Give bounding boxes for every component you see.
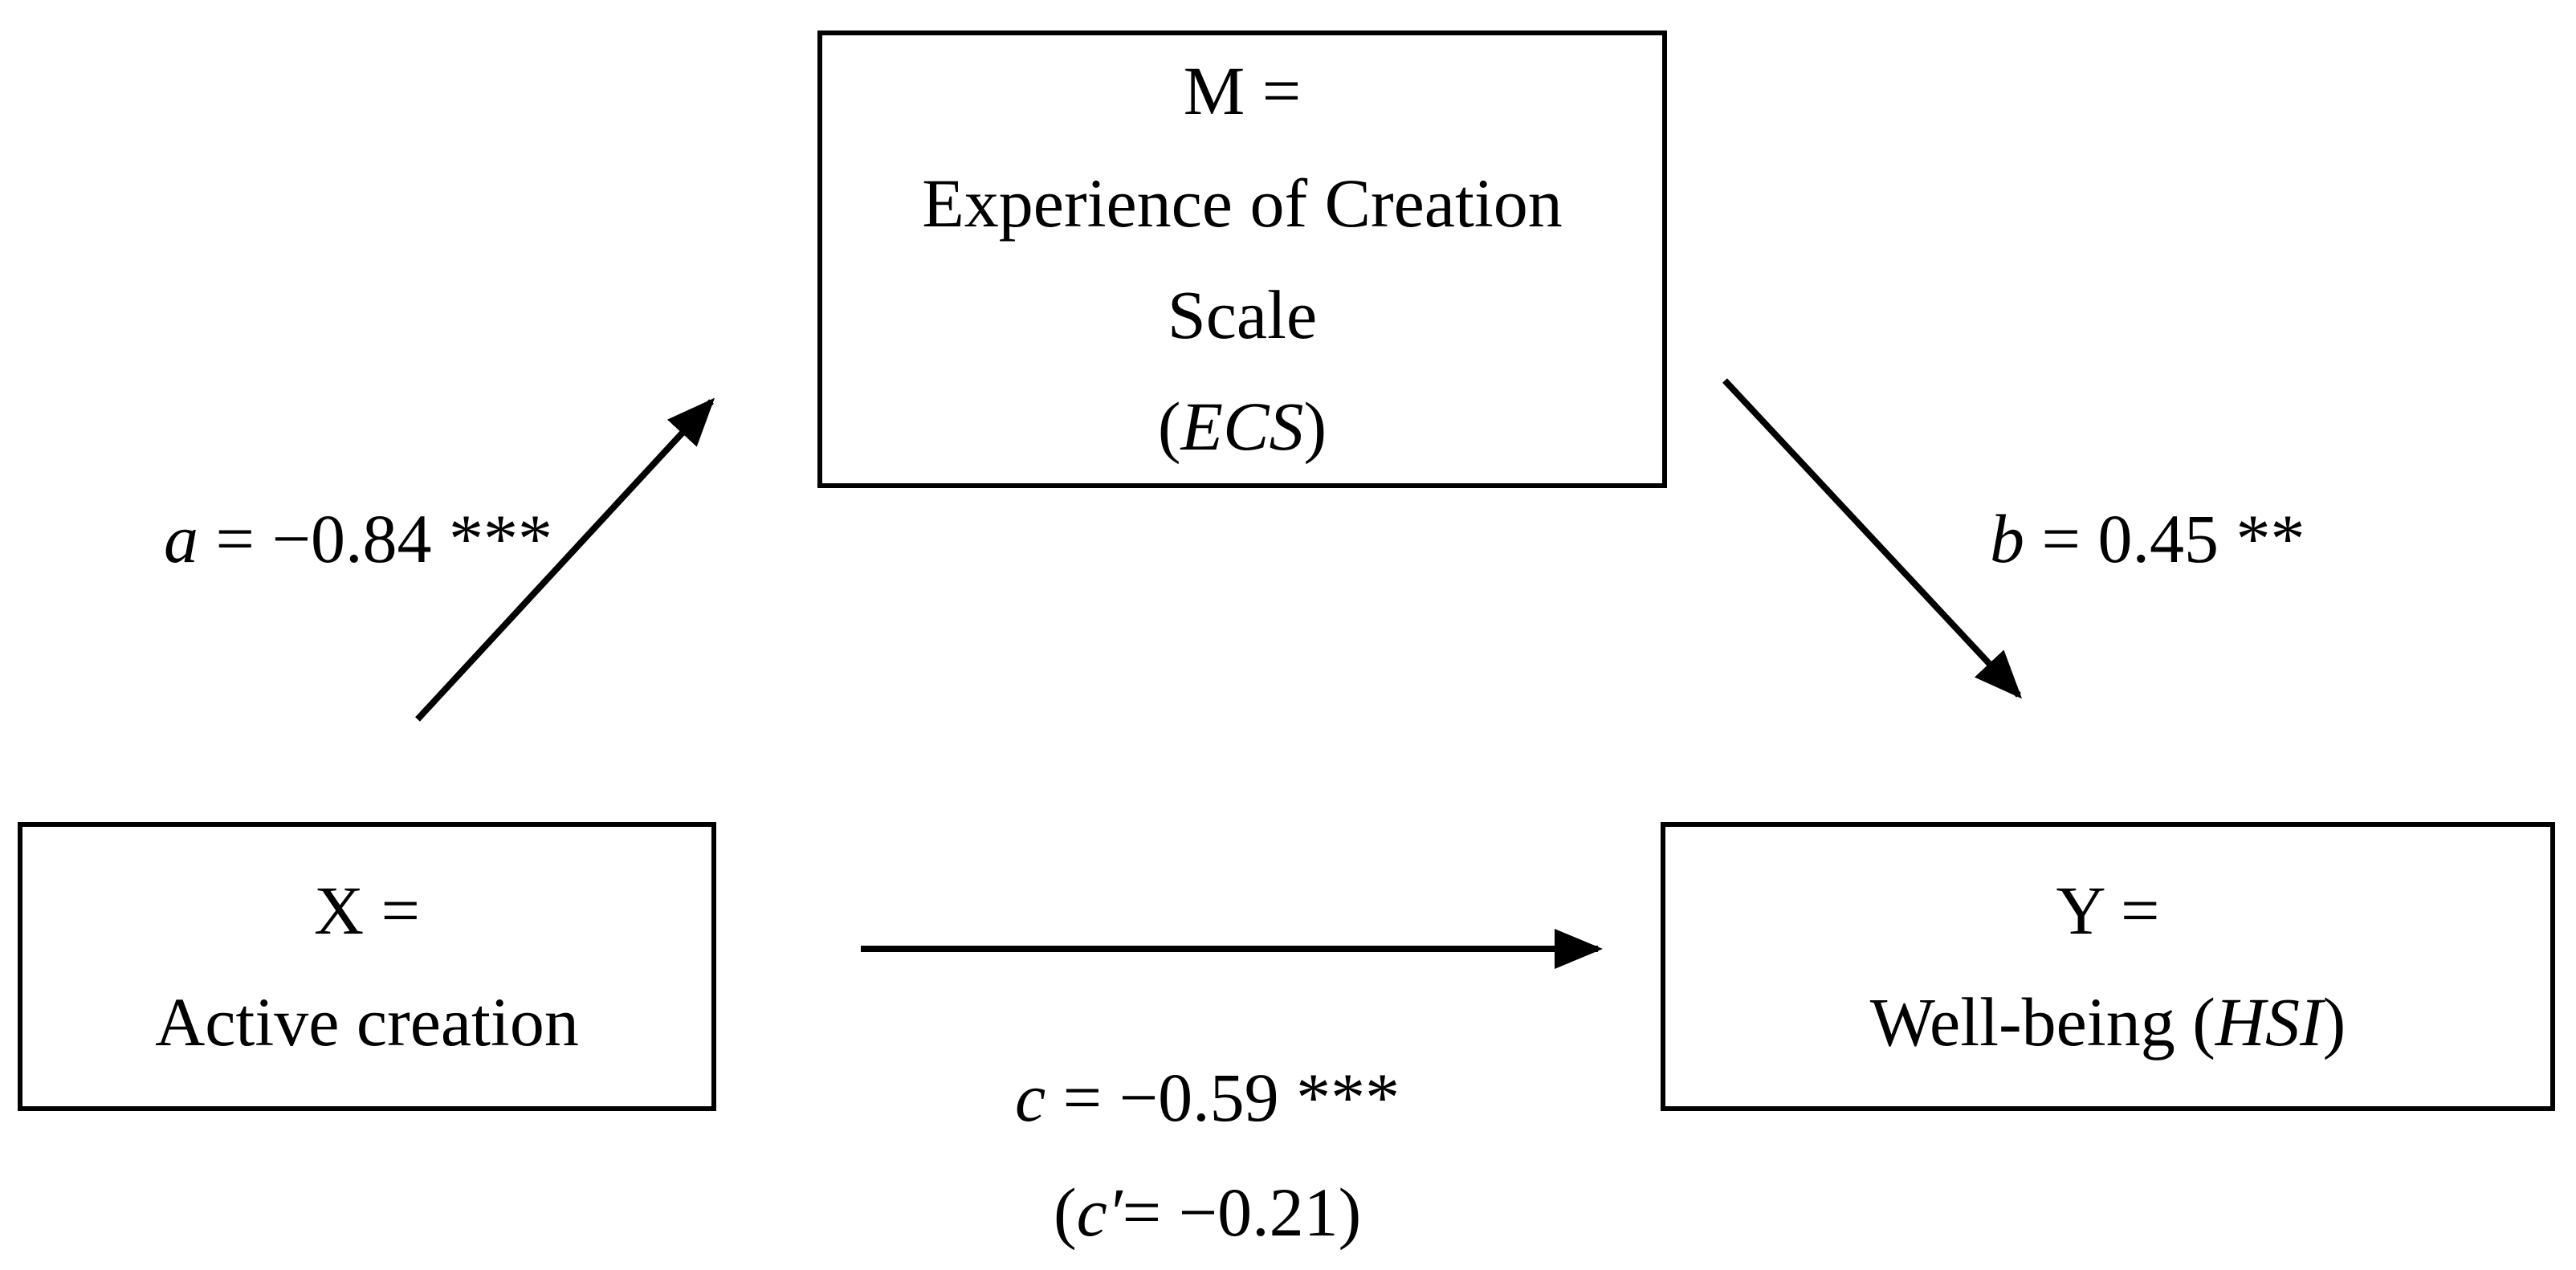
independent-title: X = [313,871,421,949]
independent-name: Active creation [155,983,579,1060]
direct-effect: (c′= −0.21) [1053,1173,1362,1251]
path-c-coefficient: c = −0.59 *** (c′= −0.21) [1015,1040,1400,1270]
path-b-coefficient: b = 0.45 ** [1990,500,2305,577]
path-a-coefficient: a = −0.84 *** [164,500,553,577]
arrow-a [415,397,715,722]
dependent-variable-box: Y = Well-being (HSI) [1661,822,2555,1111]
mediator-title: M = [1183,52,1302,130]
mediator-abbreviation: (ECS) [1157,388,1327,466]
dependent-name: Well-being (HSI) [1869,983,2346,1060]
dependent-title: Y = [2056,871,2160,949]
independent-variable-box: X = Active creation [18,822,716,1111]
mediator-name-line-2: Scale [1167,276,1318,353]
mediator-name-line-1: Experience of Creation [922,164,1563,242]
arrow-b [1722,378,2023,699]
total-effect: c = −0.59 *** [1015,1059,1400,1136]
mediator-box: M = Experience of Creation Scale (ECS) [817,31,1667,488]
